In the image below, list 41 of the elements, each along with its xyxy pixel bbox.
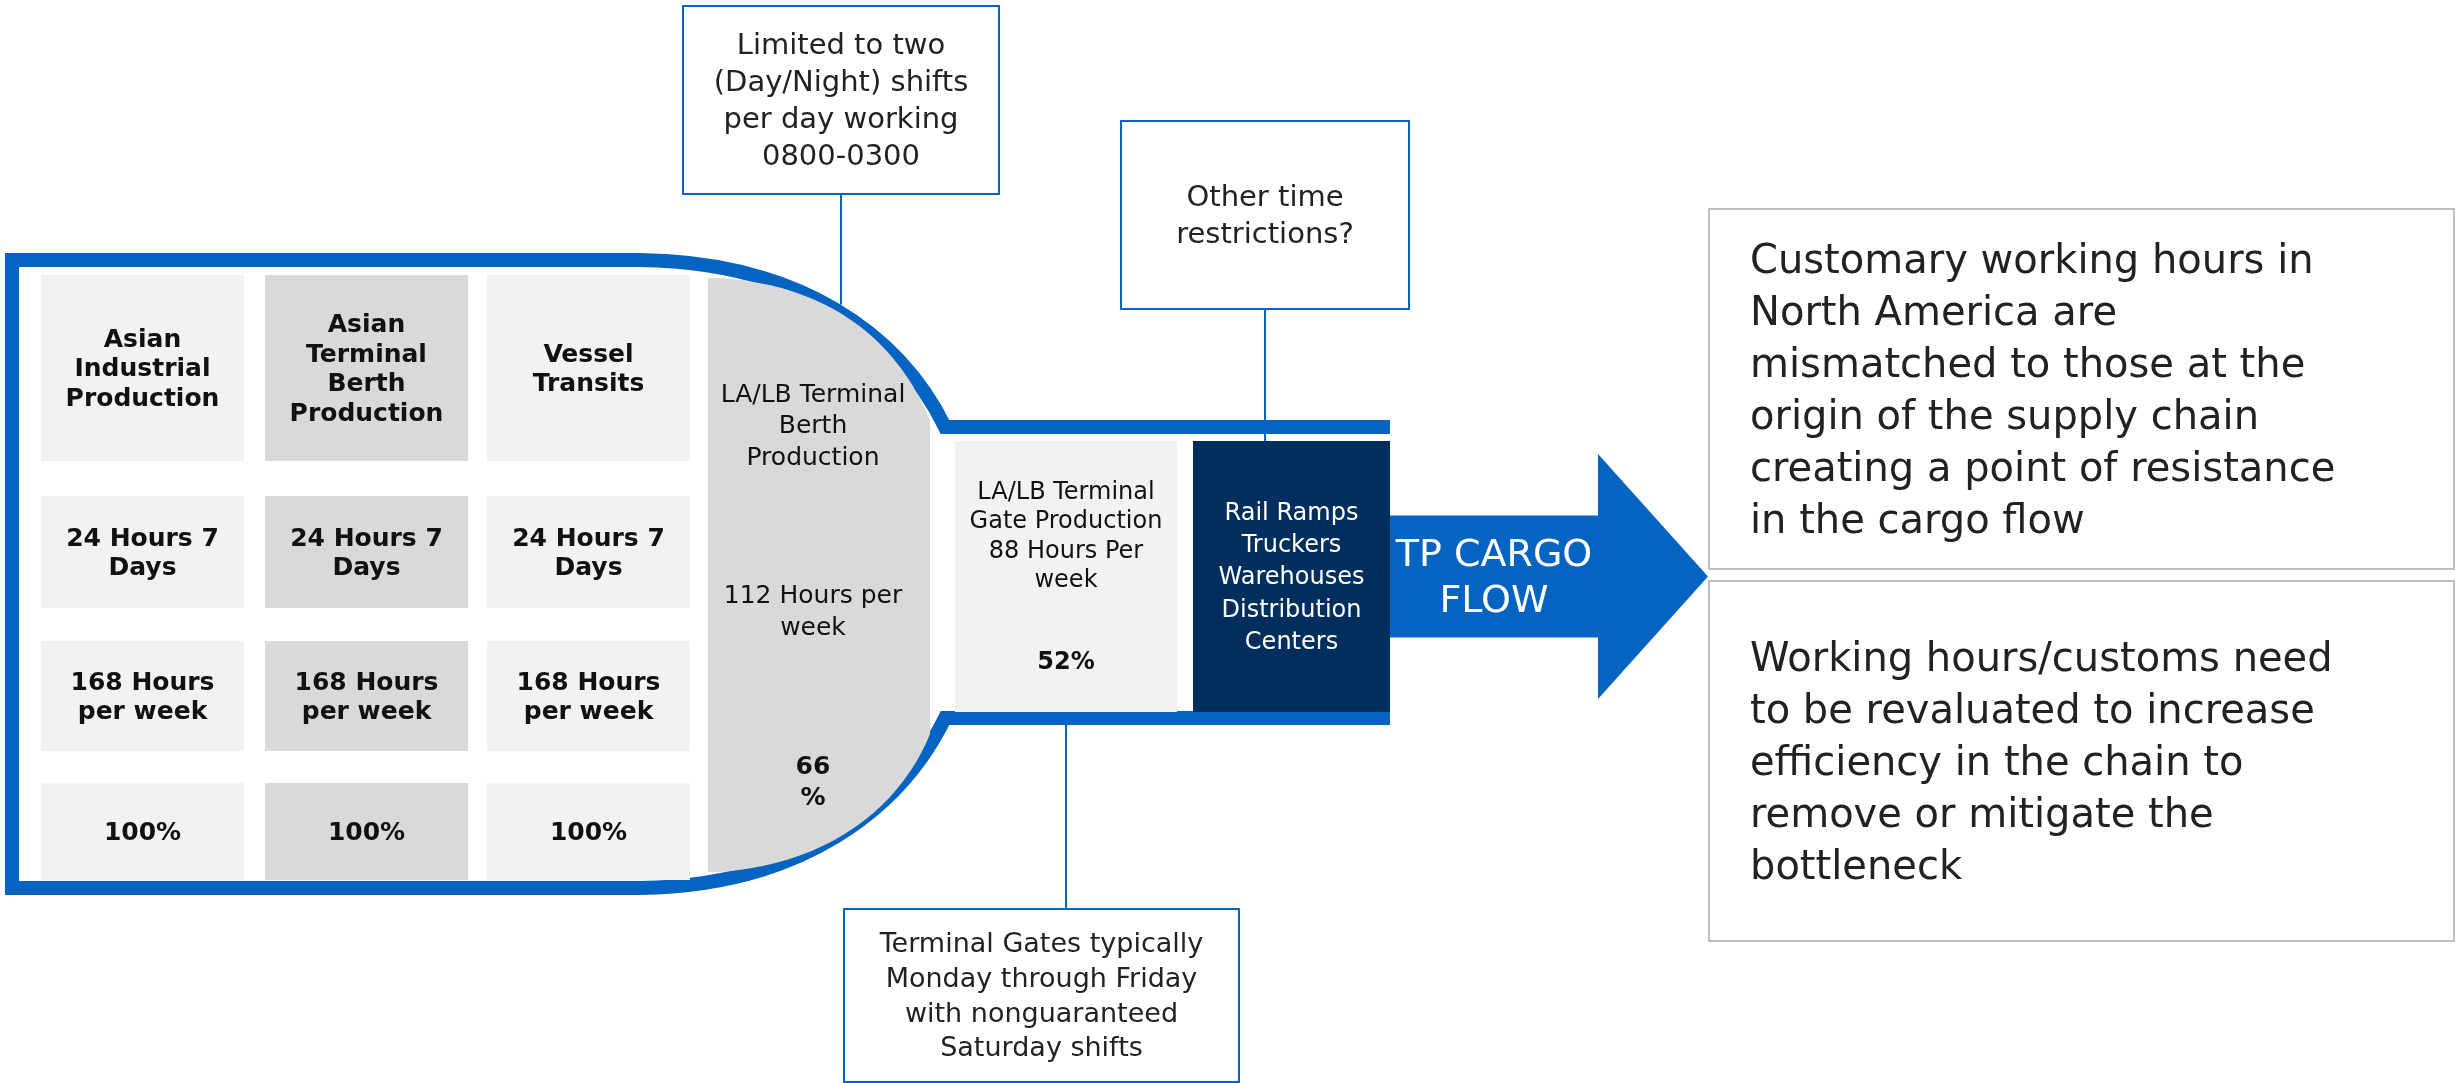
cell-text: 100% [327, 816, 406, 847]
leader-line [1264, 309, 1266, 442]
callout-box [843, 908, 1240, 1083]
cell-text: 24 Hours 7 Days [65, 522, 220, 582]
process-box [955, 441, 1177, 712]
cell-text: Asian Terminal Berth Production [288, 309, 445, 427]
box-text: Rail Ramps Truckers Warehouses Distribution Centers [1217, 496, 1366, 658]
text-box [1708, 208, 2455, 570]
note-text: Working hours/customs need to be revaluated to increase efficiency in the chain to remove or mitigate the bottleneck [1750, 633, 2334, 890]
callout-box [682, 5, 1000, 195]
callout-text: Other time restrictions? [1175, 177, 1355, 252]
edge-label: TP CARGO FLOW [1394, 529, 1594, 623]
leader-line [840, 194, 842, 306]
cell-text: 100% [103, 816, 182, 847]
shape-text: 112 Hours per week [722, 579, 904, 642]
callout-text: Limited to two (Day/Night) shifts per day working 0800-0300 [712, 25, 970, 175]
cell-text: 24 Hours 7 Days [289, 522, 444, 582]
block-arrow [1390, 454, 1708, 699]
shape-text: 66 % [794, 749, 832, 812]
cell-text: 100% [549, 816, 628, 847]
text-box [1708, 580, 2455, 942]
table-cell [265, 783, 468, 880]
callout-box [1120, 120, 1410, 310]
cell-text: Vessel Transits [531, 338, 646, 398]
berth-shape [708, 278, 930, 872]
cell-text: Asian Industrial Production [64, 323, 221, 413]
table-cell [41, 783, 244, 880]
cell-text: 168 Hours per week [515, 666, 662, 726]
table-cell [265, 275, 468, 461]
table-cell [265, 496, 468, 608]
table-cell [265, 641, 468, 751]
cell-text: 168 Hours per week [69, 666, 216, 726]
table-cell [487, 783, 690, 880]
cell-text: 168 Hours per week [293, 666, 440, 726]
box-text: 52% [1037, 646, 1095, 676]
process-box [1193, 441, 1390, 712]
callout-text: Terminal Gates typically Monday through Friday with nonguaranteed Saturday shifts [878, 926, 1205, 1065]
box-text: LA/LB Terminal Gate Production 88 Hours Per week [968, 477, 1164, 595]
shape-text: LA/LB Terminal Berth Production [719, 378, 907, 472]
note-text: Customary working hours in North America are mismatched to those at the origin of the supply chain creating a point of resistance in the cargo flow [1750, 235, 2337, 544]
cell-text: 24 Hours 7 Days [511, 522, 666, 582]
